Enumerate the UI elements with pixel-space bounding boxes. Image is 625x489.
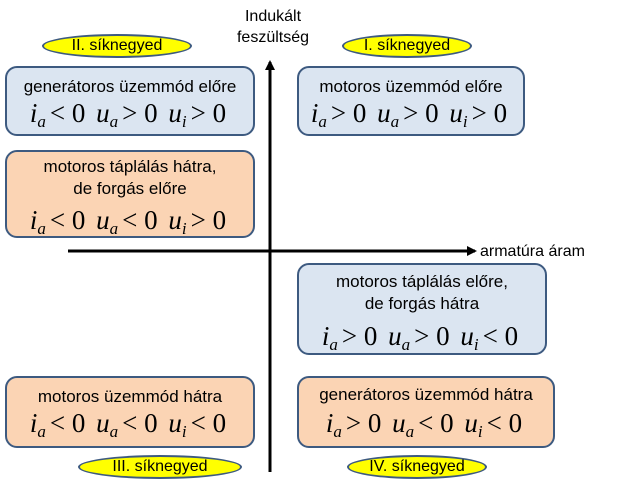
box-motor-supply-back-rotate-forward: motoros táplálás hátra, de forgás előre … [5, 150, 255, 238]
box-formula: ia< 0 ua< 0 ui< 0 [29, 408, 227, 441]
box-label: generátoros üzemmód előre [23, 77, 237, 96]
box-label: motoros üzemmód előre [319, 77, 503, 96]
box-label-line2: de forgás hátra [364, 294, 480, 313]
box-generator-forward: generátoros üzemmód előre ia< 0 ua> 0 ui… [5, 66, 255, 136]
box-formula: ia> 0 ua> 0 ui< 0 [321, 321, 519, 354]
box-formula: ia> 0 ua> 0 ui> 0 [310, 98, 508, 131]
box-label-line1: motoros táplálás előre, [336, 272, 508, 291]
box-label: motoros üzemmód hátra [37, 387, 223, 406]
box-formula: ia> 0 ua< 0 ui< 0 [325, 408, 523, 441]
box-motor-supply-forward-rotate-back: motoros táplálás előre, de forgás hátra … [297, 263, 547, 355]
box-label: generátoros üzemmód hátra [319, 385, 533, 404]
box-formula: ia< 0 ua> 0 ui> 0 [29, 98, 227, 131]
quadrant-3-label: III. síknegyed [78, 455, 242, 479]
box-motor-backward: motoros üzemmód hátra ia< 0 ua< 0 ui< 0 [5, 376, 255, 448]
y-axis-label: Indukált feszültség [228, 6, 318, 48]
quadrant-2-label: II. síknegyed [42, 34, 192, 58]
y-axis-label-line2: feszültség [236, 29, 310, 46]
quadrant-4-label: IV. síknegyed [347, 455, 487, 479]
box-formula: ia< 0 ua< 0 ui> 0 [29, 205, 227, 238]
box-label-line1: motoros táplálás hátra, [43, 157, 217, 176]
box-label-line2: de forgás előre [73, 179, 187, 198]
x-axis-label: armatúra áram [480, 243, 585, 260]
box-motor-forward: motoros üzemmód előre ia> 0 ua> 0 ui> 0 [297, 66, 525, 136]
box-generator-backward: generátoros üzemmód hátra ia> 0 ua< 0 ui… [297, 376, 555, 448]
quadrant-1-label: I. síknegyed [342, 34, 472, 58]
y-axis-label-line1: Indukált [244, 8, 302, 25]
